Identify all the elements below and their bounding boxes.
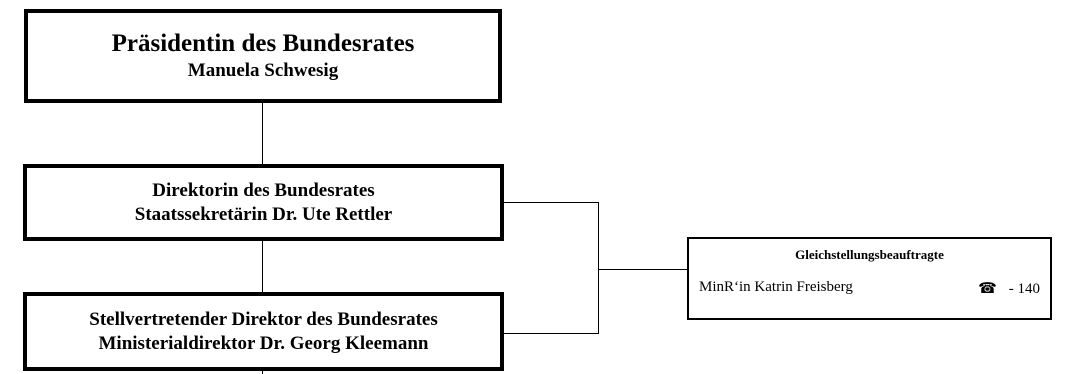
connector-to-equality: [598, 269, 687, 270]
president-title: Präsidentin des Bundesrates: [111, 30, 415, 57]
deputy-box: Stellvertretender Direktor des Bundesrat…: [23, 292, 504, 371]
director-name: Staatssekretärin Dr. Ute Rettler: [134, 203, 393, 225]
equality-officer-box: Gleichstellungsbeauftragte MinR‘in Katri…: [687, 237, 1052, 320]
equality-officer-phone: ☎ - 140: [978, 279, 1040, 298]
president-box: Präsidentin des Bundesrates Manuela Schw…: [24, 9, 502, 103]
connector-president-director: [262, 103, 263, 164]
director-title: Direktorin des Bundesrates: [152, 179, 375, 201]
connector-director-deputy: [262, 241, 263, 292]
telephone-icon: ☎: [978, 281, 997, 297]
deputy-name: Ministerialdirektor Dr. Georg Kleemann: [98, 332, 429, 354]
president-name: Manuela Schwesig: [187, 60, 339, 81]
equality-officer-title: Gleichstellungsbeauftragte: [795, 247, 944, 262]
director-box: Direktorin des Bundesrates Staatssekretä…: [23, 164, 504, 241]
connector-deputy-below: [262, 371, 263, 374]
equality-officer-name: MinR‘in Katrin Freisberg: [699, 279, 853, 295]
connector-vertical-bracket: [598, 202, 599, 334]
phone-extension: - 140: [1008, 281, 1040, 297]
deputy-title: Stellvertretender Direktor des Bundesrat…: [89, 308, 438, 330]
connector-deputy-right: [504, 333, 599, 334]
connector-director-right: [504, 202, 599, 203]
